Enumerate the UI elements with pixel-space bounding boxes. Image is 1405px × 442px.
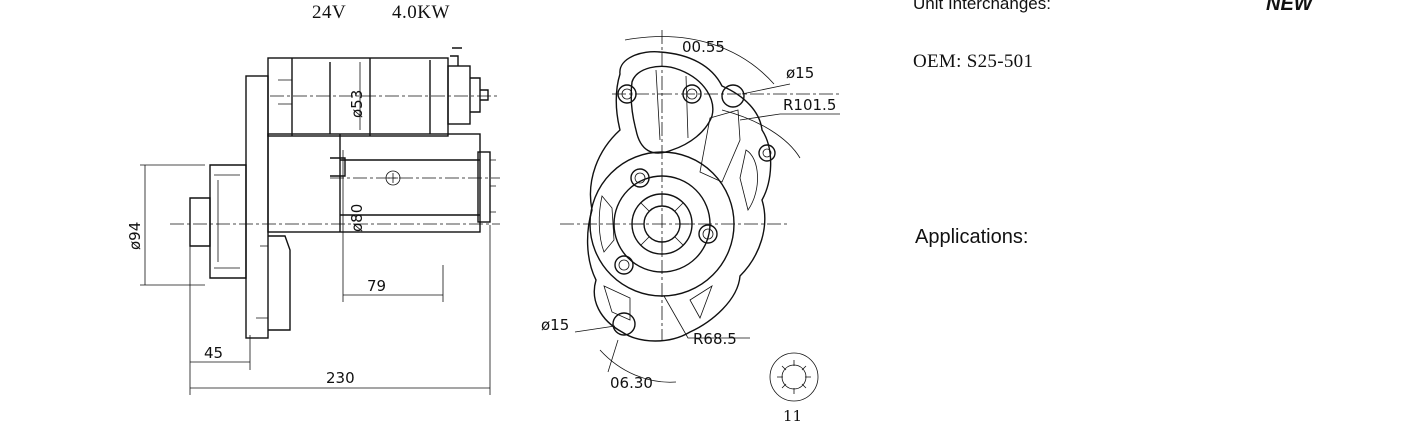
dim-angle-bottom: 06.30 bbox=[610, 374, 653, 392]
voltage-spec: 24V bbox=[312, 2, 347, 23]
new-badge: NEW bbox=[1266, 0, 1313, 15]
side-view bbox=[140, 47, 500, 395]
angle-arc-top bbox=[624, 36, 775, 85]
pinion-end bbox=[189, 197, 211, 247]
mount-hole-top bbox=[721, 84, 745, 108]
unit-interchanges-label: Unit Interchanges: bbox=[913, 0, 1051, 13]
radius-arc-top bbox=[721, 109, 801, 159]
pinion-gear-icon bbox=[769, 352, 819, 402]
dim-line-45 bbox=[189, 246, 251, 395]
front-view bbox=[560, 30, 840, 383]
front-housing bbox=[586, 51, 772, 342]
dim-line-230 bbox=[190, 225, 491, 395]
dim-line-d94 bbox=[140, 164, 205, 286]
angle-arc-bottom bbox=[599, 349, 677, 383]
bolt-hole-5 bbox=[614, 255, 634, 275]
mounting-flange bbox=[245, 75, 269, 339]
dim-d94: ø94 bbox=[126, 222, 144, 250]
power-spec: 4.0KW bbox=[392, 2, 450, 23]
bolt-hole-3 bbox=[630, 168, 650, 188]
solenoid-cap bbox=[447, 65, 471, 125]
dim-230: 230 bbox=[326, 369, 355, 387]
end-cover bbox=[477, 151, 491, 223]
nose-housing bbox=[209, 164, 247, 279]
dim-79: 79 bbox=[367, 277, 386, 295]
dim-hole-bottom: ø15 bbox=[541, 316, 569, 334]
motor-body bbox=[267, 133, 481, 233]
oem-number: OEM: S25-501 bbox=[913, 51, 1034, 72]
terminal bbox=[470, 77, 489, 113]
dim-45: 45 bbox=[204, 344, 223, 362]
lower-boss bbox=[268, 235, 291, 331]
applications-label: Applications: bbox=[915, 226, 1029, 248]
dim-d80: ø80 bbox=[348, 204, 366, 232]
solenoid-mount bbox=[630, 65, 714, 154]
bolt-hole-4 bbox=[698, 224, 718, 244]
dim-angle-top: 00.55 bbox=[682, 38, 725, 56]
dim-radius-bottom: R68.5 bbox=[693, 330, 737, 348]
dim-d53: ø53 bbox=[348, 90, 366, 118]
dim-hole-top: ø15 bbox=[786, 64, 814, 82]
mount-hole-bottom bbox=[612, 312, 636, 336]
ear-hole bbox=[758, 144, 776, 162]
dim-line-79 bbox=[342, 150, 444, 302]
pinion-teeth-count: 11 bbox=[783, 407, 802, 425]
dim-radius-top: R101.5 bbox=[783, 96, 836, 114]
